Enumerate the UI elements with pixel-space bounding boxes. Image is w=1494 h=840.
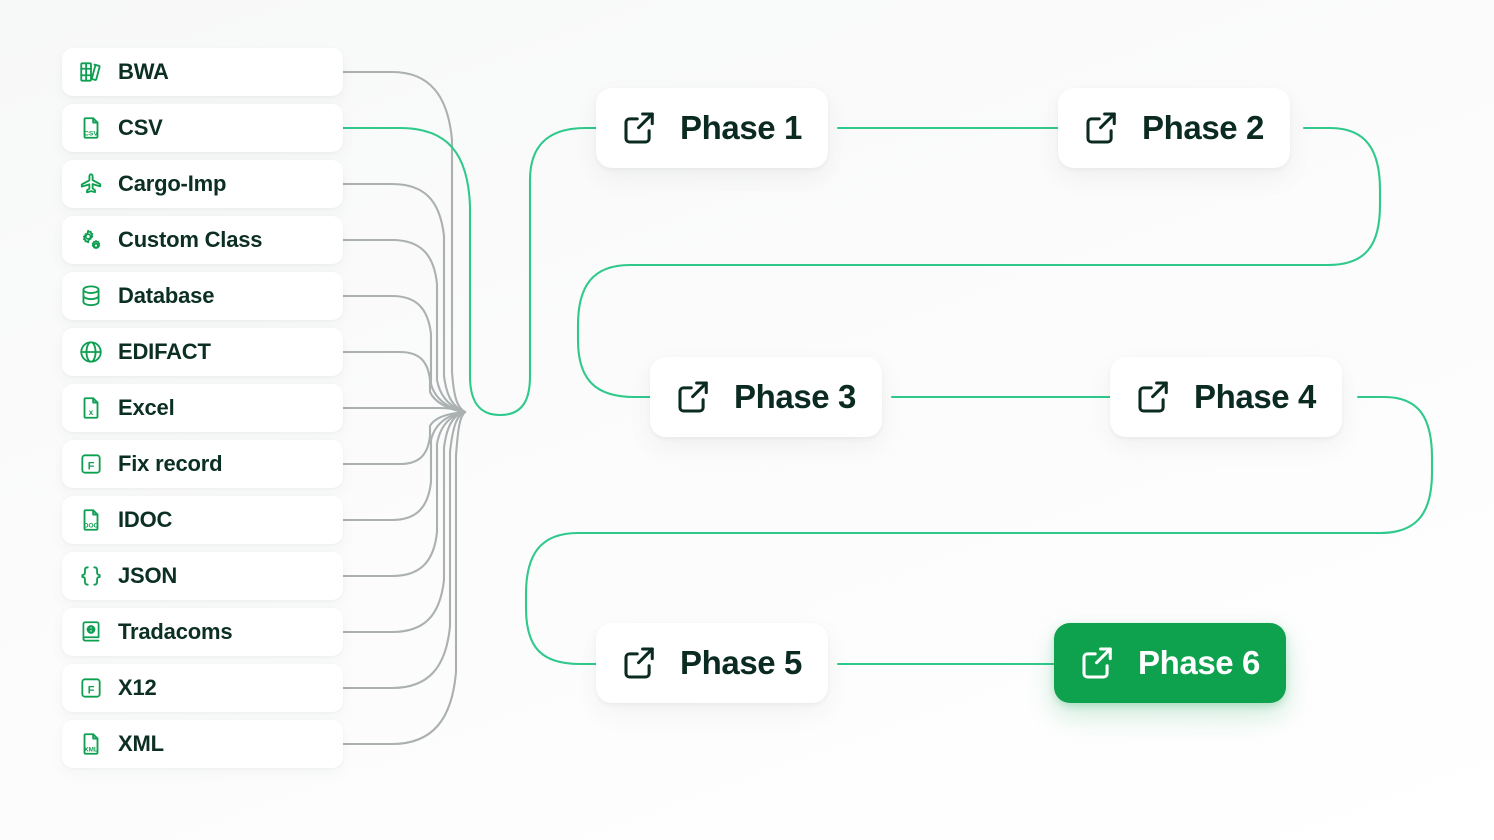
external-link-icon [1076, 641, 1120, 685]
format-item-label: Cargo-Imp [118, 171, 227, 196]
format-item-label: XML [118, 731, 164, 756]
format-item-xml[interactable]: XML XML [62, 720, 343, 768]
wire-cargo-imp [341, 182, 467, 414]
format-item-label: Excel [118, 395, 175, 420]
phase-node-4[interactable]: Phase 4 [1110, 357, 1342, 437]
format-item-custom-class[interactable]: Custom Class [62, 216, 343, 264]
wire-tradacoms [341, 410, 467, 634]
f-square-icon: F [76, 673, 106, 703]
wire-csv-active [341, 126, 598, 417]
phase-node-label: Phase 2 [1142, 109, 1264, 146]
phase-node-label: Phase 4 [1194, 378, 1316, 415]
phase-node-5[interactable]: Phase 5 [596, 623, 828, 703]
wire-custom-class [341, 238, 467, 414]
doc-file-icon: DOC [76, 505, 106, 535]
csv-file-icon: CSV [76, 113, 106, 143]
wire-database [341, 294, 467, 414]
format-item-label: X12 [118, 675, 157, 700]
format-item-database[interactable]: Database [62, 272, 343, 320]
format-item-label: Database [118, 283, 215, 308]
globe-icon [76, 337, 106, 367]
format-item-csv[interactable]: CSV CSV [62, 104, 343, 152]
database-icon [76, 281, 106, 311]
format-item-cargo-imp[interactable]: Cargo-Imp [62, 160, 343, 208]
format-item-json[interactable]: JSON [62, 552, 343, 600]
svg-text:x: x [89, 408, 94, 417]
format-item-label: Custom Class [118, 227, 263, 252]
phase-node-6[interactable]: Phase 6 [1054, 623, 1286, 703]
format-item-label: Fix record [118, 451, 223, 476]
phase-node-2[interactable]: Phase 2 [1058, 88, 1290, 168]
wire-json [341, 410, 467, 578]
format-item-excel[interactable]: x Excel [62, 384, 343, 432]
external-link-icon [672, 375, 716, 419]
wire-x12 [341, 410, 467, 690]
format-item-edifact[interactable]: EDIFACT [62, 328, 343, 376]
format-item-label: BWA [118, 59, 169, 84]
wire-fix-record [341, 410, 467, 466]
book-globe-icon [76, 617, 106, 647]
format-item-idoc[interactable]: DOC IDOC [62, 496, 343, 544]
wire-edifact [341, 350, 467, 414]
format-item-label: CSV [118, 115, 163, 140]
external-link-icon [1132, 375, 1176, 419]
phase-node-label: Phase 1 [680, 109, 802, 146]
format-item-tradacoms[interactable]: Tradacoms [62, 608, 343, 656]
format-item-x12[interactable]: F X12 [62, 664, 343, 712]
wire-excel [341, 406, 467, 414]
phase-node-label: Phase 6 [1138, 644, 1260, 681]
gears-icon [76, 225, 106, 255]
wire-idoc [341, 410, 467, 522]
wire-bwa [341, 70, 467, 414]
airplane-icon [76, 169, 106, 199]
external-link-icon [1080, 106, 1124, 150]
external-link-icon [618, 641, 662, 685]
format-item-label: IDOC [118, 507, 173, 532]
phase-node-label: Phase 3 [734, 378, 856, 415]
wire-xml [341, 410, 467, 746]
books-icon [76, 57, 106, 87]
format-item-label: Tradacoms [118, 619, 233, 644]
format-list: BWA CSV CSV Cargo-Imp [62, 48, 343, 776]
xml-file-icon: XML [76, 729, 106, 759]
excel-file-icon: x [76, 393, 106, 423]
svg-text:DOC: DOC [84, 523, 99, 530]
format-item-label: JSON [118, 563, 178, 588]
external-link-icon [618, 106, 662, 150]
format-item-label: EDIFACT [118, 339, 211, 364]
phase-node-label: Phase 5 [680, 644, 802, 681]
format-item-bwa[interactable]: BWA [62, 48, 343, 96]
phase-node-3[interactable]: Phase 3 [650, 357, 882, 437]
svg-text:F: F [88, 684, 95, 696]
f-square-icon: F [76, 449, 106, 479]
phase-node-1[interactable]: Phase 1 [596, 88, 828, 168]
svg-text:CSV: CSV [84, 131, 98, 138]
format-item-fix-record[interactable]: F Fix record [62, 440, 343, 488]
braces-icon [76, 561, 106, 591]
svg-text:F: F [88, 460, 95, 472]
svg-text:XML: XML [84, 747, 98, 754]
source-connectors-gray [341, 70, 467, 746]
